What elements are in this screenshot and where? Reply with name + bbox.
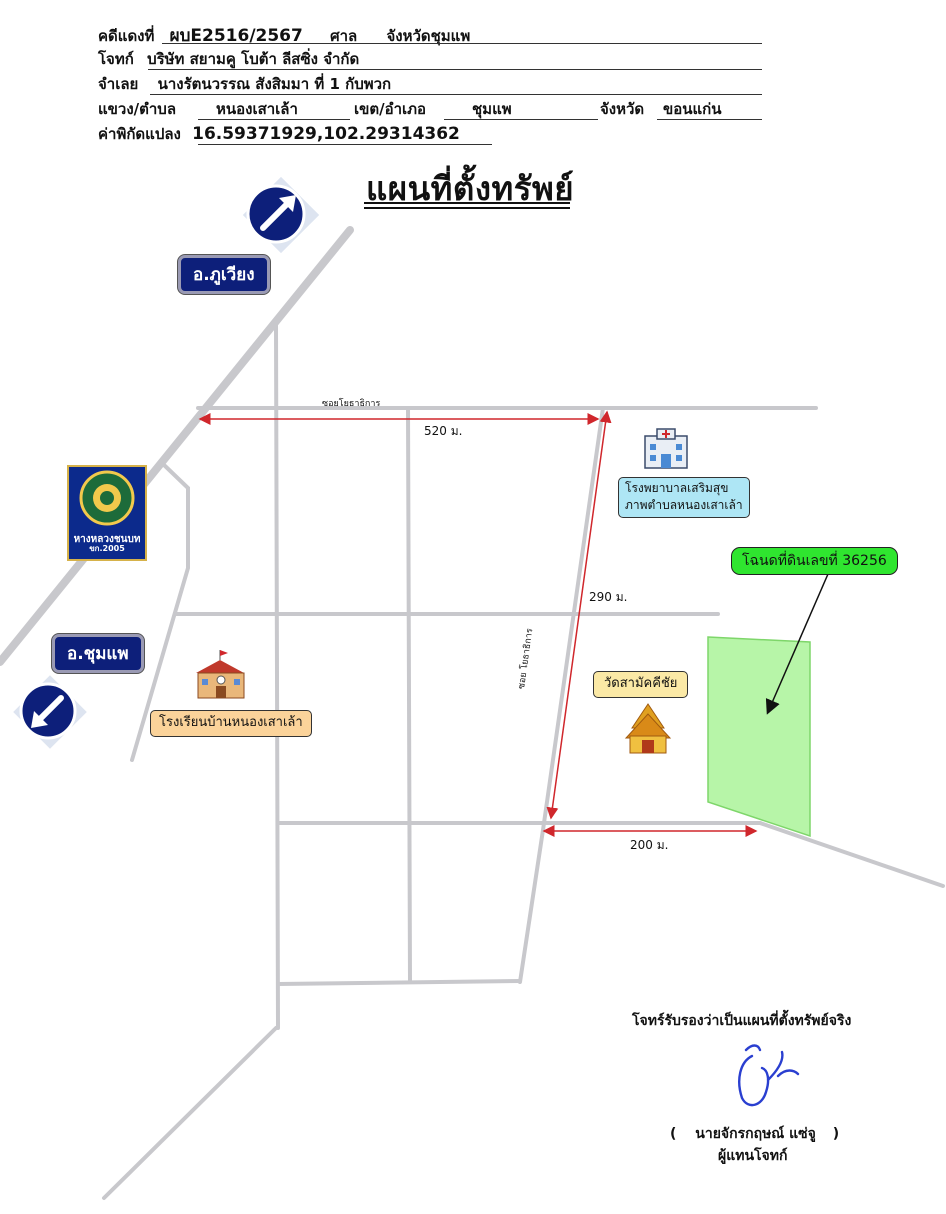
rural-roads-logo [67,465,147,561]
logo-subtext: ขก.2005 [89,544,125,553]
subdistrict-underline [198,119,350,120]
subdistrict-value: หนองเสาเล้า [216,100,298,118]
nav-badge-phu-wiang: อ.ภูเวียง [178,255,270,294]
defendant-underline [150,94,762,95]
coord-value: 16.59371929,102.29314362 [192,124,460,144]
title-underline-1 [364,202,570,204]
arrow-down-left-icon [13,675,87,749]
plaintiff-label: โจทก์ [98,50,134,68]
logo-caption: หางหลวงชนบท ขก.2005 [69,534,145,554]
signer-role: ผู้แทนโจทก์ [718,1148,788,1164]
signer-paren-close: ) [832,1126,840,1142]
land-parcel [707,636,811,838]
temple-label: วัดสามัคคีชัย [593,671,689,698]
province-label: จังหวัด [600,100,645,118]
bottom-road [276,979,522,986]
coord-underline [198,144,492,145]
school-icon [196,650,245,699]
coord-line: ค่าพิกัดแปลง 16.59371929,102.29314362 [98,122,460,146]
coord-label: ค่าพิกัดแปลง [98,125,181,143]
road-label-top: ซอยโยธาธิการ [322,399,381,409]
nav-badge-chum-phae: อ.ชุมแพ [52,634,144,673]
case-label: คดีแดงที่ [98,27,155,45]
province-value: ขอนแก่น [663,100,722,118]
defendant-label: จำเลย [98,75,139,93]
signer-paren-open: ( [670,1126,677,1142]
arrow-290 [546,410,612,820]
vertical-road-2 [406,406,412,984]
hospital-icon [644,428,688,469]
case-underline [162,43,762,44]
location-line: แขวง/ตำบล หนองเสาเล้า เขต/อำเภอ ชุมแพ จั… [98,97,758,121]
signer-name-line: ( นายจักรกฤษณ์ แซ่จู ) [670,1123,839,1145]
school-label: โรงเรียนบ้านหนองเสาเล้า [150,710,312,737]
logo-text: หางหลวงชนบท [73,534,141,545]
defendant-line: จำเลย นางรัตนวรรณ สังสิมมา ที่ 1 กับพวก [98,72,391,96]
map-title: แผนที่ตั้งทรัพย์ [366,169,575,208]
district-label: เขต/อำเภอ [354,100,427,118]
arrow-up-right-icon [242,176,320,254]
district-value: ชุมแพ [472,100,512,118]
road-yothathikan-diagonal [518,406,605,984]
plaintiff-line: โจทก์ บริษัท สยามคู โบต้า ลีสซิ่ง จำกัด [98,47,359,71]
signature-mark [738,1044,800,1107]
southwest-road [102,1026,278,1200]
distance-arrows [198,410,758,837]
certification-text: โจทร์รับรองว่าเป็นแผนที่ตั้งทรัพย์จริง [632,1013,852,1029]
lower-road-extension [758,821,945,888]
plaintiff-name: บริษัท สยามคู โบต้า ลีสซิ่ง จำกัด [147,50,360,68]
vertical-road-1 [274,323,280,1030]
hospital-label-line2: ภาพตำบลหนองเสาเล้า [625,498,743,513]
deed-pointer-arrow [765,573,829,715]
deed-label: โฉนดที่ดินเลขที่ 36256 [731,547,898,576]
case-number: ผบE2516/2567 [169,26,303,46]
court-name: จังหวัดชุมแพ [386,27,471,45]
court-label: ศาล [330,27,358,45]
signer-name: นายจักรกฤษณ์ แซ่จู [695,1126,816,1142]
temple-icon [624,703,672,754]
side-road [130,462,190,762]
plaintiff-underline [148,69,762,70]
subdistrict-label: แขวง/ตำบล [98,100,177,118]
distance-290-label: 290 ม. [589,590,628,604]
defendant-name: นางรัตนวรรณ สังสิมมา ที่ 1 กับพวก [157,75,392,93]
province-underline [657,119,762,120]
distance-520-label: 520 ม. [424,424,463,438]
district-underline [444,119,598,120]
case-line: คดีแดงที่ ผบE2516/2567 ศาล จังหวัดชุมแพ [98,22,470,49]
distance-200-label: 200 ม. [630,838,669,852]
hospital-label-line1: โรงพยาบาลเสริมสุข [625,481,729,495]
highway-road [0,226,354,666]
hospital-label: โรงพยาบาลเสริมสุข ภาพตำบลหนองเสาเล้า [618,477,750,518]
title-underline-2 [364,207,570,209]
